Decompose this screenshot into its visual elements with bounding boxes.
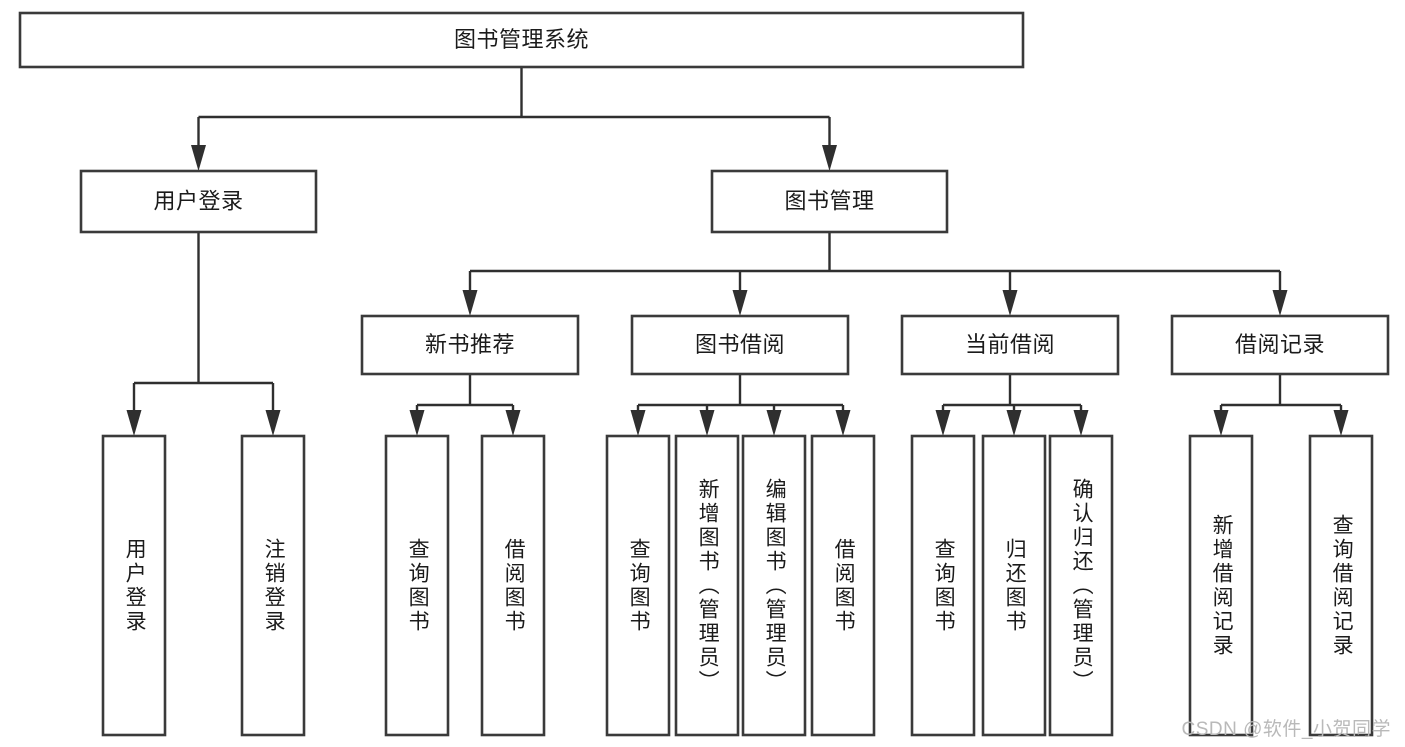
level2-arrow-1-head xyxy=(822,145,837,171)
leaf-arrow-1-0-head xyxy=(409,410,425,436)
leaf-arrow-4-1-head xyxy=(1333,410,1349,436)
node-leaf-9[interactable] xyxy=(981,434,1047,737)
level3-arrow-0-head xyxy=(462,290,478,316)
level3-arrow-1-head xyxy=(732,290,748,316)
node-leaf-4[interactable] xyxy=(605,434,671,737)
boxes-layer xyxy=(18,11,1390,737)
node-leaf-7[interactable] xyxy=(810,434,876,737)
node-level3-2[interactable] xyxy=(900,314,1120,376)
node-level2-label-0: 用户登录 xyxy=(153,188,243,213)
node-level3-label-0: 新书推荐 xyxy=(425,332,515,357)
node-level3-label-3: 借阅记录 xyxy=(1235,332,1325,357)
node-level2-label-1: 图书管理 xyxy=(784,188,874,213)
leaf-arrow-2-3-head xyxy=(835,410,851,436)
node-level3-label-1: 图书借阅 xyxy=(695,332,785,357)
leaf-arrow-3-0-head xyxy=(935,410,951,436)
connectors-layer xyxy=(126,67,1349,436)
node-leaf-11[interactable] xyxy=(1188,434,1254,737)
node-leaf-6[interactable] xyxy=(741,434,807,737)
leaf-arrow-4-0-head xyxy=(1213,410,1229,436)
node-level3-0[interactable] xyxy=(360,314,580,376)
level3-arrow-2-head xyxy=(1002,290,1018,316)
leaf-arrow-2-2-head xyxy=(766,410,782,436)
node-root-label: 图书管理系统 xyxy=(454,27,589,52)
leaf-arrow-3-2-head xyxy=(1073,410,1089,436)
node-leaf-5[interactable] xyxy=(674,434,740,737)
leaf-arrow-2-1-head xyxy=(699,410,715,436)
level3-arrow-3-head xyxy=(1272,290,1288,316)
level2-arrow-0-head xyxy=(191,145,206,171)
node-leaf-0[interactable] xyxy=(101,434,167,737)
node-leaf-12[interactable] xyxy=(1308,434,1374,737)
node-level3-1[interactable] xyxy=(630,314,850,376)
node-level3-label-2: 当前借阅 xyxy=(965,332,1055,357)
node-leaf-10[interactable] xyxy=(1048,434,1114,737)
leaf-arrow-1-1-head xyxy=(505,410,521,436)
node-level2-0[interactable] xyxy=(79,169,318,234)
leaf-arrow-2-0-head xyxy=(630,410,646,436)
node-root[interactable] xyxy=(18,11,1025,69)
leaf-arrow-3-1-head xyxy=(1006,410,1022,436)
node-leaf-1[interactable] xyxy=(240,434,306,737)
leaf-arrow-0-1-head xyxy=(265,410,281,436)
node-level3-3[interactable] xyxy=(1170,314,1390,376)
node-leaf-2[interactable] xyxy=(384,434,450,737)
leaf-arrow-0-0-head xyxy=(126,410,142,436)
node-level2-1[interactable] xyxy=(710,169,949,234)
node-leaf-3[interactable] xyxy=(480,434,546,737)
watermark-credit: CSDN @软件_小贺同学 xyxy=(1181,719,1391,740)
node-leaf-8[interactable] xyxy=(910,434,976,737)
